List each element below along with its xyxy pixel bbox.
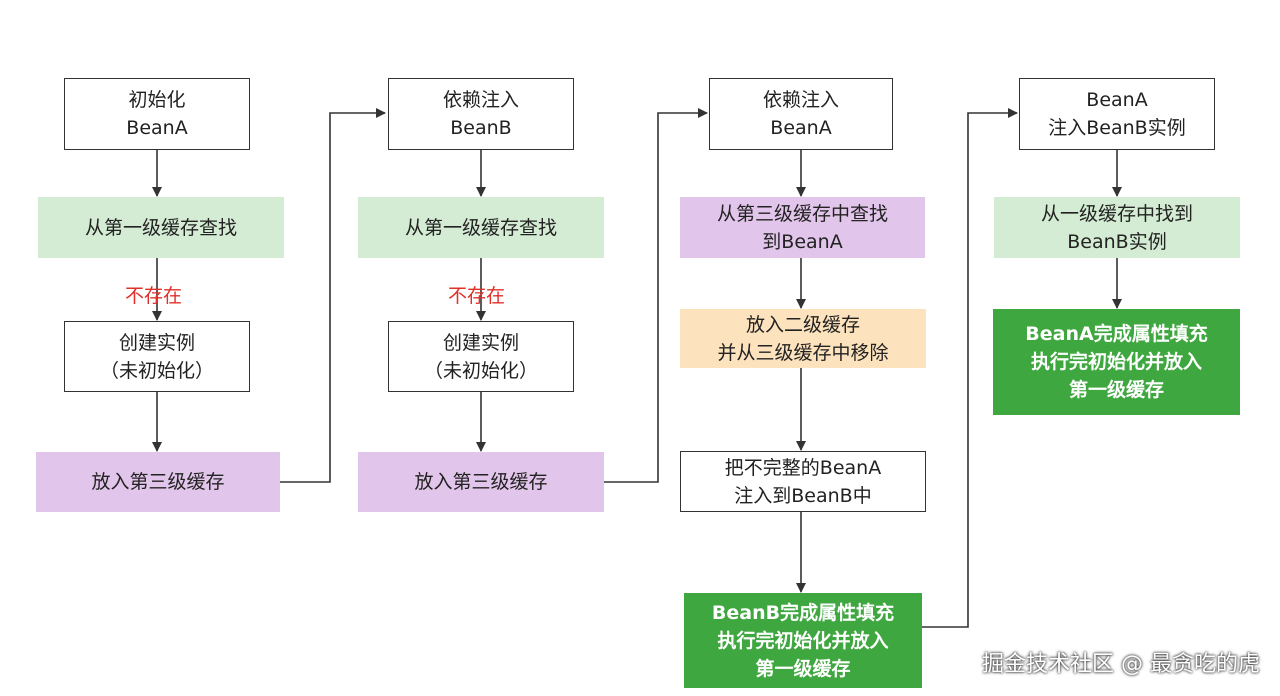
arrow (604, 108, 708, 483)
bean-a-inject-bean-b-box: BeanA 注入BeanB实例 (1019, 78, 1215, 150)
bean-a-complete-box: BeanA完成属性填充 执行完初始化并放入 第一级缓存 (993, 309, 1240, 415)
watermark: 掘金技术社区 @ 最贪吃的虎 (982, 652, 1260, 677)
not-exist-label: 不存在 (125, 285, 183, 307)
create-instance-box: 创建实例 （未初始化） (64, 321, 250, 392)
create-instance-box: 创建实例 （未初始化） (388, 321, 574, 392)
arrow (280, 108, 386, 483)
inject-bean-a-box: 依赖注入 BeanA (709, 78, 893, 150)
bean-b-complete-box: BeanB完成属性填充 执行完初始化并放入 第一级缓存 (684, 593, 922, 688)
put-third-cache-box: 放入第三级缓存 (36, 452, 280, 512)
lookup-first-cache-box: 从第一级缓存查找 (358, 197, 604, 258)
inject-bean-b-box: 依赖注入 BeanB (388, 78, 574, 150)
lookup-third-cache-box: 从第三级缓存中查找 到BeanA (680, 197, 925, 258)
move-to-second-cache-box: 放入二级缓存 并从三级缓存中移除 (680, 309, 926, 368)
lookup-first-cache-box: 从第一级缓存查找 (38, 197, 284, 258)
found-in-first-cache-box: 从一级缓存中找到 BeanB实例 (994, 197, 1240, 258)
put-third-cache-box: 放入第三级缓存 (358, 452, 604, 512)
init-bean-a-box: 初始化 BeanA (64, 78, 250, 150)
not-exist-label: 不存在 (448, 285, 506, 307)
arrow (922, 108, 1018, 628)
inject-incomplete-bean-a-box: 把不完整的BeanA 注入到BeanB中 (680, 451, 926, 512)
